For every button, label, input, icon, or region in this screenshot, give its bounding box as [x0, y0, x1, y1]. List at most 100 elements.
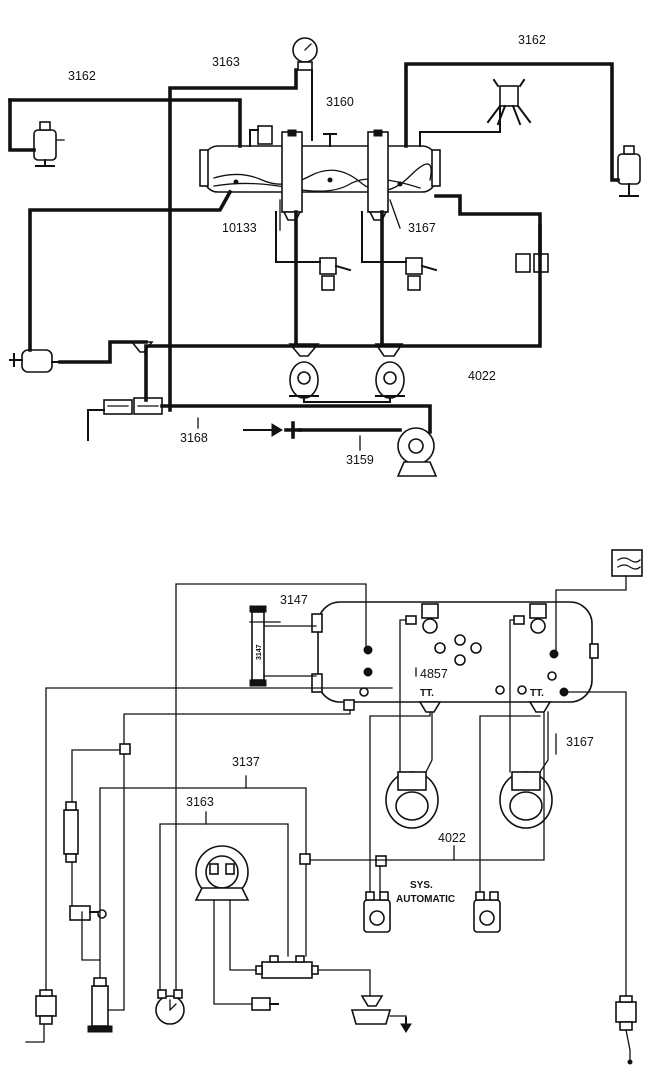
- label-4022-bottom: 4022: [438, 831, 466, 845]
- top-pipe-suction: [294, 210, 384, 346]
- label-automatic: AUTOMATIC: [396, 894, 455, 905]
- sight-glass-text: 3147: [256, 644, 263, 660]
- bottom-pipe-comp-left: [399, 619, 407, 773]
- top-fitting-center: [323, 133, 337, 147]
- bottom-pressure-control-left: [363, 891, 391, 933]
- label-3163-bottom: 3163: [186, 795, 214, 809]
- bottom-tank-fitting-left: [405, 603, 439, 634]
- bottom-pipe-drier-top: [71, 749, 121, 803]
- label-4857: 4857: [420, 667, 448, 681]
- bottom-thermostat-box: [611, 549, 643, 577]
- label-tt-right: TT.: [530, 688, 544, 699]
- top-pipe-fitting: [249, 129, 259, 147]
- top-vertical-tube-right: [367, 129, 389, 221]
- top-pipe-oil: [275, 211, 407, 263]
- top-solenoid-right: [405, 257, 438, 291]
- top-vertical-tube-left: [281, 129, 303, 221]
- label-3162-left: 3162: [68, 69, 96, 83]
- label-3163: 3163: [212, 55, 240, 69]
- top-pipe-pump-link: [303, 395, 391, 403]
- bottom-funnel-right: [528, 701, 552, 713]
- bottom-drain-pan: [350, 995, 412, 1033]
- bottom-filter-drier: [63, 801, 79, 863]
- bottom-pipe-sight-glass: [263, 625, 317, 677]
- label-10133: 10133: [222, 221, 257, 235]
- bottom-pipe-motor-check: [213, 899, 253, 1005]
- top-solenoid-left: [319, 257, 352, 291]
- top-pipe-expansion: [419, 105, 501, 147]
- label-3167: 3167: [408, 221, 436, 235]
- bottom-strainer: [69, 905, 107, 921]
- top-pipe-4022: [144, 224, 542, 402]
- bottom-pipe-top-loop: [175, 583, 367, 991]
- bottom-pipe-right-main: [565, 691, 627, 997]
- bottom-check-valve: [251, 997, 279, 1011]
- bottom-pipe-receiver: [107, 753, 125, 1011]
- bottom-solenoid-far-left: [35, 989, 57, 1025]
- bottom-pipe-motor-manifold: [229, 899, 257, 971]
- label-3168: 3168: [180, 431, 208, 445]
- label-3167-bottom: 3167: [566, 735, 594, 749]
- bottom-pipe-left-out: [25, 1023, 45, 1043]
- top-pipe-right-return: [434, 194, 542, 256]
- bottom-tank: [311, 601, 599, 703]
- bottom-pipe-comp-right: [509, 619, 515, 773]
- label-3162-right: 3162: [518, 33, 546, 47]
- bottom-tank-fitting-right: [513, 603, 547, 634]
- label-3159: 3159: [346, 453, 374, 467]
- bottom-manifold: [255, 955, 319, 979]
- bottom-pipe-4022: [309, 711, 545, 861]
- bottom-funnel-left: [418, 701, 442, 713]
- bottom-compressor-left: [385, 771, 439, 829]
- bottom-motor: [194, 845, 250, 901]
- top-arrow-head: [271, 423, 283, 437]
- bottom-pipe-left-main: [45, 687, 393, 991]
- top-left-thermal-valve: [9, 349, 61, 373]
- bottom-pipe-pan-drain: [389, 1015, 407, 1021]
- leader-3167: [389, 199, 401, 229]
- top-pipe-3159: [160, 404, 432, 434]
- bottom-pipe-comp-left-2: [425, 711, 433, 773]
- bottom-tee-4: [343, 699, 355, 711]
- label-3147: 3147: [280, 593, 308, 607]
- top-expansion-valve: [486, 78, 532, 126]
- label-3160: 3160: [326, 95, 354, 109]
- bottom-pipe-control-right-up: [479, 715, 541, 893]
- bottom-pipe-comp-right-2: [539, 711, 549, 773]
- label-sys: SYS.: [410, 880, 433, 891]
- label-tt-left: TT.: [420, 688, 434, 699]
- label-3137: 3137: [232, 755, 260, 769]
- top-solenoid-far-right: [515, 253, 549, 273]
- top-pipe-inlet-left: [87, 409, 105, 441]
- bottom-pipe-strainer: [81, 911, 101, 961]
- bottom-small-receiver: [87, 977, 113, 1033]
- top-pump-motor: [396, 427, 438, 477]
- bottom-pipe-right-out: [625, 1029, 631, 1061]
- bottom-tee-3: [375, 855, 387, 867]
- bottom-pipe-upper-mid: [123, 709, 351, 745]
- top-fitting-left: [257, 125, 273, 145]
- top-pipe-3162-left: [8, 98, 242, 148]
- top-pipe-thermal: [58, 340, 148, 364]
- top-pipe-left-return: [28, 189, 233, 352]
- top-left-valve: [33, 121, 65, 167]
- bottom-pipe-3163: [159, 823, 289, 991]
- bottom-pressure-control-right: [473, 891, 501, 933]
- top-strainer: [284, 421, 302, 439]
- bottom-pipe-right-end: [627, 1059, 633, 1065]
- label-4022: 4022: [468, 369, 496, 383]
- top-pipe-3163: [168, 68, 298, 412]
- top-diagram: 3162 3163 3160 3162 10133 3167 4022 3168…: [8, 33, 641, 477]
- top-pump-right: [374, 343, 405, 399]
- top-pump-left: [288, 343, 320, 399]
- top-shell-receiver: [199, 145, 441, 193]
- top-valve-cluster-3168: [103, 397, 163, 415]
- bottom-timer-clock: [155, 989, 185, 1025]
- bottom-tee-2: [299, 853, 311, 865]
- bottom-tee-1: [119, 743, 131, 755]
- top-pipe-left-drop: [8, 98, 36, 152]
- top-right-valve: [617, 145, 641, 197]
- bottom-sight-glass: 3147: [249, 605, 267, 687]
- bottom-pipe-3137: [99, 787, 307, 979]
